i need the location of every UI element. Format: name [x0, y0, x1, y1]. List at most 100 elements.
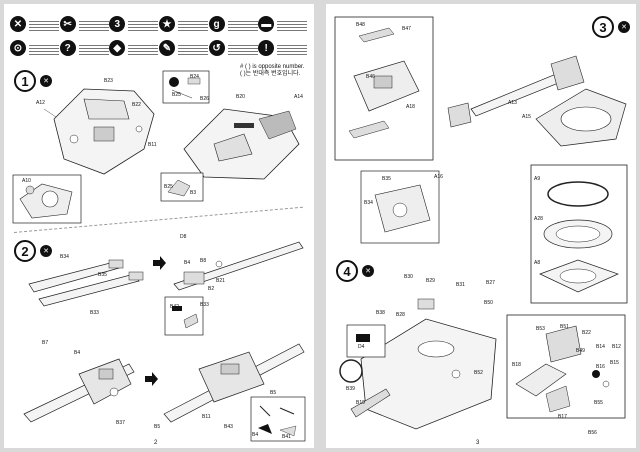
part-label: B46: [366, 74, 375, 80]
caution-icon: ?: [59, 40, 76, 56]
legend-caption-lines: [277, 19, 308, 33]
part-label: B33: [90, 310, 99, 316]
part-label: B7: [42, 340, 49, 346]
part-label: B23: [104, 78, 113, 84]
part-label: B34: [60, 254, 69, 260]
part-label: A12: [36, 100, 45, 106]
step-number: 2: [14, 240, 36, 262]
no-glue-icon: ✕: [40, 245, 52, 257]
part-label: B3: [190, 190, 197, 196]
repeat-x3-icon: 3: [109, 16, 126, 32]
part-label: B39: [346, 386, 355, 392]
part-label: B48: [356, 22, 365, 28]
reverse-icon: ↺: [208, 40, 225, 56]
part-label: A15: [522, 114, 531, 120]
part-label: B21: [216, 278, 225, 284]
gun-mount-assembled-drawing: [163, 343, 305, 423]
legend-caption-lines: [78, 19, 109, 33]
small-part-inset-bottom: [160, 172, 204, 202]
turret-ring-inset: [530, 164, 628, 304]
part-label: B47: [402, 26, 411, 32]
hatch-detail-inset: [12, 174, 82, 224]
part-label: A8: [534, 260, 541, 266]
part-label: B17: [558, 414, 567, 420]
drill-icon: ⊙: [10, 40, 26, 56]
paint-icon: ▬: [258, 16, 275, 32]
legend-item: ↺: [208, 38, 259, 58]
step-3-badge: 3 ✕: [592, 16, 630, 38]
legend-item: ★: [158, 14, 209, 34]
step-number: 4: [336, 260, 358, 282]
legend-item: ▬: [258, 14, 308, 34]
part-label: B12: [612, 344, 621, 350]
step-4-badge: 4 ✕: [336, 260, 374, 282]
part-label: B15: [610, 360, 619, 366]
page-number: 3: [476, 440, 480, 446]
legend-item: ⊙: [10, 38, 60, 58]
part-label: B43: [224, 424, 233, 430]
legend-caption-lines: [29, 43, 59, 57]
gun-barrel-assembled-drawing: [173, 241, 304, 291]
part-label: B56: [588, 430, 597, 436]
part-label: B42: [170, 304, 179, 310]
part-label: B18: [512, 362, 521, 368]
part-label: B5: [270, 390, 277, 396]
sight-detail-inset: [164, 296, 204, 336]
legend-item: ◆: [109, 38, 159, 58]
page-number: 2: [154, 440, 158, 446]
part-label: B31: [456, 282, 465, 288]
legend-caption-lines: [128, 19, 159, 33]
legend-caption-lines: [78, 43, 109, 57]
small-parts-inset: [250, 396, 306, 442]
right-instruction-page: 3 ✕ 4 ✕: [326, 4, 636, 448]
part-label: B24: [190, 74, 199, 80]
part-label: B22: [582, 330, 591, 336]
part-label: B30: [404, 274, 413, 280]
small-part-inset-top: [162, 70, 210, 104]
part-label: B29: [426, 278, 435, 284]
legend-caption-lines: [277, 43, 308, 57]
legend-item: ✕: [10, 14, 60, 34]
step-2-badge: 2 ✕: [14, 240, 52, 262]
gun-mount-drawing: [23, 358, 135, 423]
part-label: B50: [484, 300, 493, 306]
part-label: A9: [534, 176, 541, 182]
hatch-assembly-inset: [506, 314, 626, 419]
gun-breech-inset: [334, 16, 434, 161]
part-label: B34: [364, 200, 373, 206]
part-label: B20: [236, 94, 245, 100]
part-label: A28: [534, 216, 543, 222]
ring-gasket-drawing: [339, 359, 363, 383]
part-label: A10: [22, 178, 31, 184]
no-glue-icon: ✕: [40, 75, 52, 87]
gun-barrel-halves-drawing: [28, 259, 144, 307]
part-label: B8: [200, 258, 207, 264]
part-label: B41: [282, 434, 291, 440]
legend-caption-lines: [177, 19, 208, 33]
arrow-right-icon: [153, 256, 166, 270]
step-number: 3: [592, 16, 614, 38]
part-label: B55: [594, 400, 603, 406]
legend-caption-lines: [177, 43, 208, 57]
part-label: B35: [98, 272, 107, 278]
note-korean: ( )는 반대측 번호입니다.: [240, 71, 301, 77]
no-glue-icon: ✕: [362, 265, 374, 277]
symbol-legend: ✕✂3★g▬⊙?◆✎↺!: [10, 14, 308, 62]
part-label: B37: [116, 420, 125, 426]
periscope-inset: [346, 324, 386, 358]
part-label: A13: [508, 100, 517, 106]
part-label: B38: [376, 310, 385, 316]
part-label: B27: [486, 280, 495, 286]
part-label: B22: [132, 102, 141, 108]
part-label: B33: [200, 302, 209, 308]
part-label: B53: [536, 326, 545, 332]
left-instruction-page: ✕✂3★g▬⊙?◆✎↺! 1 ✕ # ( ) is opposite numbe…: [4, 4, 314, 448]
no-glue-icon: ✕: [618, 21, 630, 33]
part-label: A16: [434, 174, 443, 180]
part-label: B51: [560, 324, 569, 330]
decal-icon: ★: [158, 16, 175, 32]
part-label: B26: [200, 96, 209, 102]
glue-icon: g: [208, 16, 225, 32]
mantlet-inset: [360, 170, 440, 244]
mantlet-part-drawing: [447, 102, 472, 128]
